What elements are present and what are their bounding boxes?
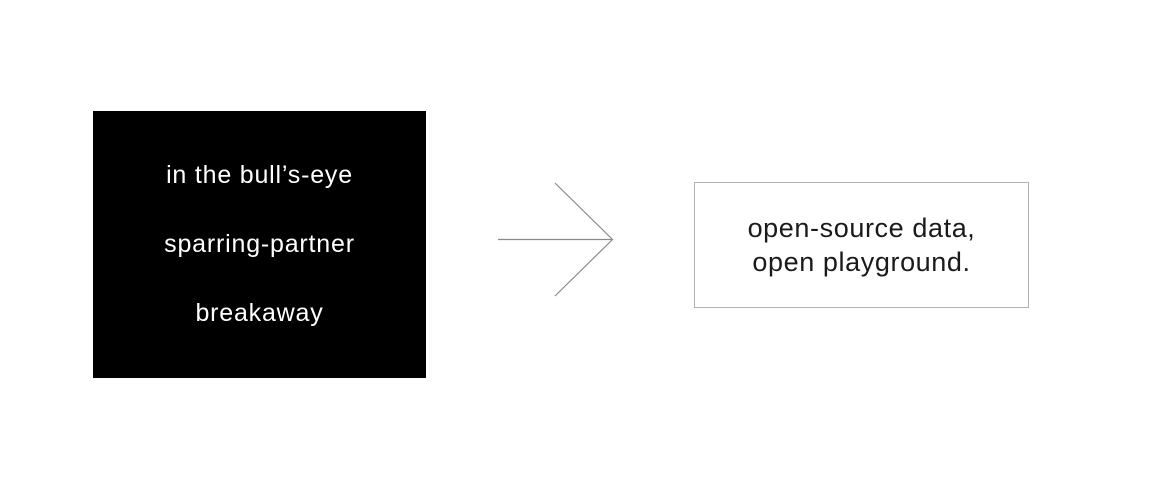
result-text-2: open playground. — [752, 247, 971, 277]
term-text-3: breakaway — [195, 299, 324, 327]
result-card: open-source data, open playground. — [694, 182, 1029, 308]
right-arrow-icon — [498, 182, 614, 297]
term-text-1: in the bull’s-eye — [166, 161, 353, 189]
term-text-2: sparring-partner — [164, 230, 355, 258]
terms-card: in the bull’s-eye sparring-partner break… — [93, 111, 426, 378]
result-text-1: open-source data, — [747, 213, 976, 243]
